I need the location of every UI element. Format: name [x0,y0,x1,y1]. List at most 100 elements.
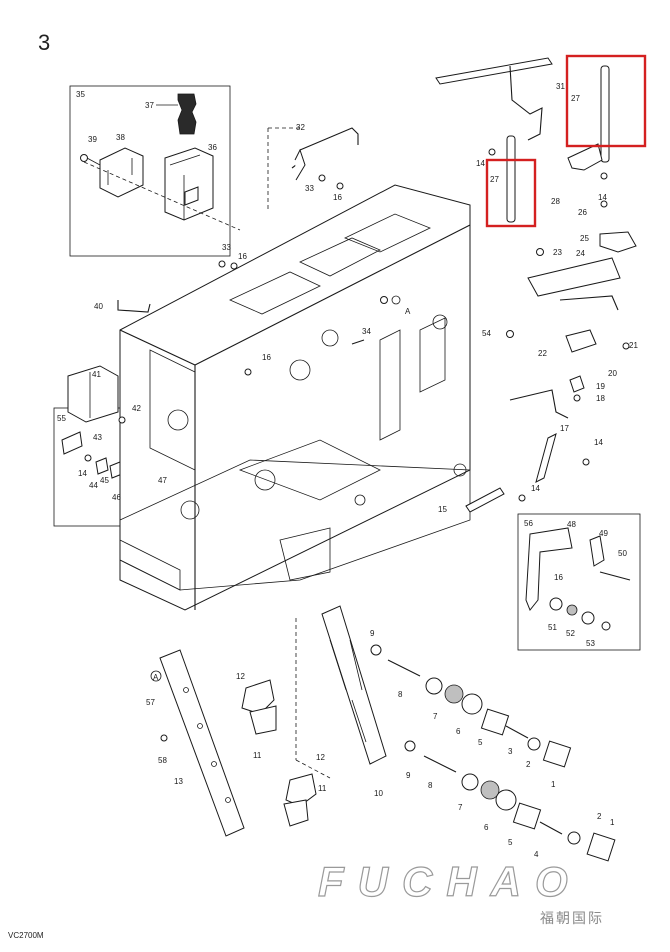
callout-4: 4 [534,850,539,859]
inset-56-label: 56 [524,519,533,528]
callout-17: 17 [560,424,569,433]
callout-41: 41 [92,370,101,379]
callout-16-inset56: 16 [554,573,563,582]
callout-3: 3 [508,747,513,756]
part-28-bracket [567,143,603,171]
page-number: 3 [38,30,51,55]
callout-16-mid: 16 [238,252,247,261]
part-24-plate [527,257,621,297]
callout-33-upper: 33 [305,184,314,193]
part-27-rod-upper [600,65,610,163]
callout-36: 36 [208,143,217,152]
callout-11-upper: 11 [253,751,262,760]
callout-5-upper: 5 [478,738,483,747]
left-parts [67,260,365,424]
part-10-plate [321,605,387,765]
callout-39: 39 [88,135,97,144]
part-43-plate [61,431,83,455]
callout-34: 34 [362,327,371,336]
callout-7-lower: 7 [458,803,463,812]
callout-labels: 37 39 38 36 32 33 16 33 16 40 34 16 41 4… [78,82,638,859]
callout-50: 50 [618,549,627,558]
callout-1-upper: 1 [551,780,556,789]
callout-13: 13 [174,777,183,786]
callout-16-upper: 16 [333,193,342,202]
callout-9-lower: 9 [406,771,411,780]
part-41-plate [67,365,119,423]
watermark-brand: FUCHAO [317,857,582,905]
callout-49: 49 [599,529,608,538]
callout-47: 47 [158,476,167,485]
part-12-upper [241,679,275,715]
linkage-22-25 [465,231,637,513]
callout-19: 19 [596,382,605,391]
callout-1-lower: 1 [610,818,615,827]
callout-52: 52 [566,629,575,638]
callout-21: 21 [629,341,638,350]
callout-16-lower: 16 [262,353,271,362]
callout-6-lower: 6 [484,823,489,832]
callout-42: 42 [132,404,141,413]
highlight-box-part-27-lower [485,158,537,228]
inset-35: 35 [69,85,241,257]
callout-A-lower: A [153,673,159,682]
callout-43: 43 [93,433,102,442]
callout-38: 38 [116,133,125,142]
callout-32: 32 [296,123,305,132]
callout-20: 20 [608,369,617,378]
part-12-lower [285,773,317,807]
callout-18: 18 [596,394,605,403]
inset-35-label: 35 [76,90,85,99]
callout-28: 28 [551,197,560,206]
callout-8-lower: 8 [428,781,433,790]
callout-14-lever17: 14 [594,438,603,447]
part-37-connector [177,93,197,135]
callout-24: 24 [576,249,585,258]
callout-9-upper: 9 [370,629,375,638]
callout-12-lower: 12 [316,753,325,762]
callout-48: 48 [567,520,576,529]
callout-2-upper: 2 [526,760,531,769]
part-11-lower [283,799,309,827]
callout-23: 23 [553,248,562,257]
callout-58: 58 [158,756,167,765]
callout-40: 40 [94,302,103,311]
bar-31-and-rods-27 [435,54,647,228]
inset-55-label: 55 [57,414,66,423]
part-15-link [465,487,505,513]
part-22-link [565,329,597,353]
callout-27-upper: 27 [571,94,580,103]
callout-44: 44 [89,481,98,490]
callout-25: 25 [580,234,589,243]
highlight-box-part-27-upper [565,54,647,148]
callout-14-inset55: 14 [78,469,87,478]
callout-6-upper: 6 [456,727,461,736]
callout-14-right: 14 [598,193,607,202]
rod-32-assembly [267,127,359,210]
plate-13-assembly [150,649,317,837]
callout-2-lower: 2 [597,812,602,821]
callout-31: 31 [556,82,565,91]
callout-45: 45 [100,476,109,485]
callout-15: 15 [438,505,447,514]
callout-14-lever15: 14 [531,484,540,493]
figure-code: VC2700M [8,931,44,940]
callout-A-main: A [405,307,411,316]
callout-8-upper: 8 [398,690,403,699]
part-39-screw [80,154,88,162]
callout-12-upper: 12 [236,672,245,681]
part-40-rod [117,300,151,313]
knob-assemblies [295,605,616,862]
watermark-subtitle: 福朝国际 [540,911,604,927]
callout-14-top: 14 [476,159,485,168]
inset-56: 56 [517,513,641,651]
part-38-bracket [99,147,144,198]
callout-26: 26 [578,208,587,217]
callout-53: 53 [586,639,595,648]
callout-57: 57 [146,698,155,707]
callout-33-lower: 33 [222,243,231,252]
callout-22: 22 [538,349,547,358]
callout-11-lower: 11 [318,784,327,793]
part-11-upper [249,705,277,735]
callout-27-lower: 27 [490,175,499,184]
